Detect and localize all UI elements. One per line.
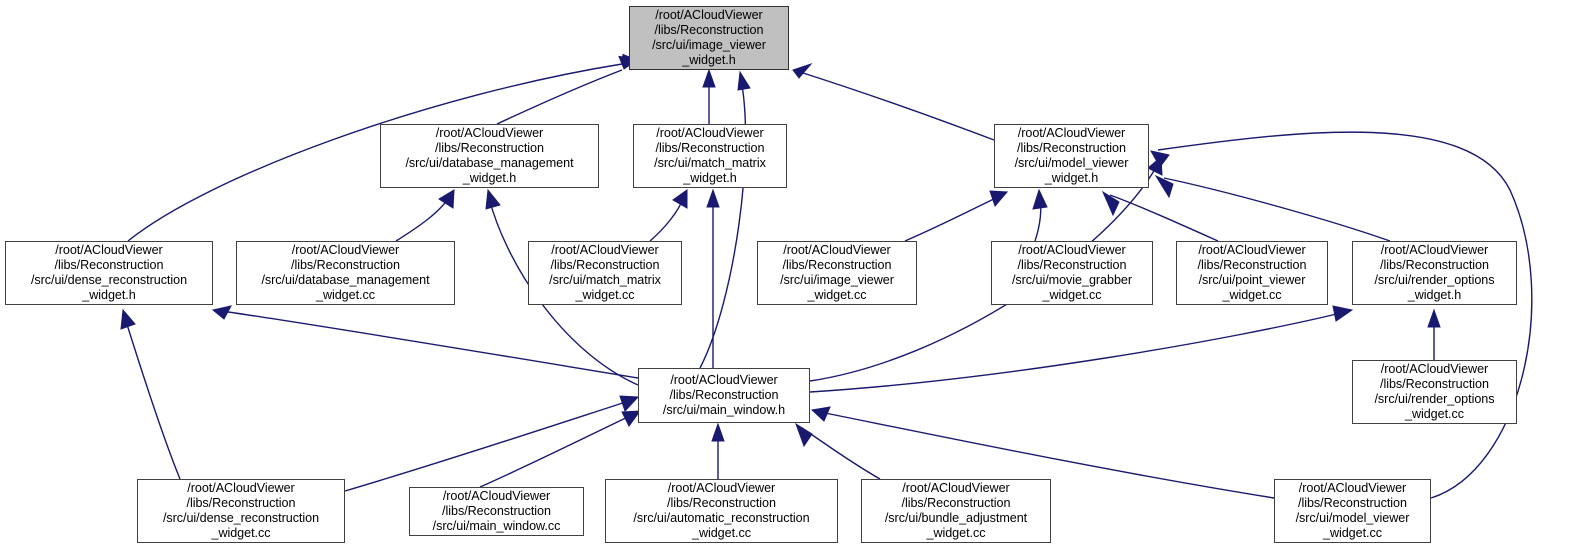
graph-node-label: /root/ACloudViewer /libs/Reconstruction … — [1374, 242, 1495, 303]
graph-node-database_management_widget_cc[interactable]: /root/ACloudViewer /libs/Reconstruction … — [236, 241, 455, 305]
edge-model_viewer_widget_cc-to-main_window_h — [819, 411, 1275, 499]
edge-dense_reconstruction_widget_h-to-image_viewer_widget_h — [127, 63, 623, 242]
graph-node-main_window_cc[interactable]: /root/ACloudViewer /libs/Reconstruction … — [409, 487, 584, 536]
arrowhead-image_viewer_widget_h — [702, 68, 716, 88]
arrowhead-database_management_widget_h — [438, 189, 455, 209]
edge-model_viewer_widget_h-to-image_viewer_widget_h — [799, 71, 995, 141]
edge-database_management_widget_h-to-image_viewer_widget_h — [496, 69, 623, 125]
graph-node-main_window_h[interactable]: /root/ACloudViewer /libs/Reconstruction … — [638, 368, 810, 423]
arrowhead-match_matrix_widget_h — [672, 189, 688, 209]
edge-main_window_h-to-render_options_widget_h — [809, 311, 1346, 393]
arrowhead-image_viewer_widget_h — [737, 70, 751, 91]
edge-image_viewer_widget_cc-to-model_viewer_widget_h — [904, 195, 1001, 242]
arrowhead-main_window_h — [621, 410, 642, 427]
arrowhead-main_window_h — [711, 422, 725, 442]
edge-main_window_h-to-dense_reconstruction_widget_h — [220, 310, 639, 379]
edge-point_viewer_widget_cc-to-model_viewer_widget_h — [1109, 194, 1219, 242]
arrowhead-model_viewer_widget_h — [1032, 188, 1048, 210]
graph-node-label: /root/ACloudViewer /libs/Reconstruction … — [884, 480, 1028, 541]
graph-node-dense_reconstruction_widget_cc[interactable]: /root/ACloudViewer /libs/Reconstruction … — [137, 479, 345, 543]
graph-node-label: /root/ACloudViewer /libs/Reconstruction … — [162, 480, 320, 541]
graph-node-label: /root/ACloudViewer /libs/Reconstruction … — [549, 242, 661, 303]
arrowhead-render_options_widget_h — [1427, 308, 1441, 328]
graph-node-point_viewer_widget_cc[interactable]: /root/ACloudViewer /libs/Reconstruction … — [1176, 241, 1328, 305]
arrowhead-database_management_widget_h — [485, 188, 501, 210]
graph-node-label: /root/ACloudViewer /libs/Reconstruction … — [432, 488, 561, 534]
arrowhead-model_viewer_widget_h — [989, 190, 1009, 207]
arrowhead-main_window_h — [795, 422, 813, 448]
graph-node-match_matrix_widget_h[interactable]: /root/ACloudViewer /libs/Reconstruction … — [633, 124, 787, 188]
graph-node-image_viewer_widget_cc[interactable]: /root/ACloudViewer /libs/Reconstruction … — [757, 241, 917, 305]
graph-node-label: /root/ACloudViewer /libs/Reconstruction … — [1374, 361, 1495, 422]
graph-node-automatic_reconstruction_widget_cc[interactable]: /root/ACloudViewer /libs/Reconstruction … — [605, 479, 838, 543]
edge-bundle_adjustment_widget_cc-to-main_window_h — [801, 427, 881, 480]
graph-node-render_options_widget_cc[interactable]: /root/ACloudViewer /libs/Reconstruction … — [1352, 360, 1517, 424]
graph-node-bundle_adjustment_widget_cc[interactable]: /root/ACloudViewer /libs/Reconstruction … — [861, 479, 1051, 543]
edge-dense_reconstruction_widget_cc-to-main_window_h — [344, 399, 633, 492]
graph-node-image_viewer_widget_h[interactable]: /root/ACloudViewer /libs/Reconstruction … — [629, 6, 789, 70]
graph-node-label: /root/ACloudViewer /libs/Reconstruction … — [261, 242, 430, 303]
arrowhead-main_window_h — [619, 395, 640, 412]
arrowhead-render_options_widget_h — [1332, 305, 1354, 322]
graph-node-label: /root/ACloudViewer /libs/Reconstruction … — [1295, 480, 1410, 541]
arrowhead-model_viewer_widget_h — [1154, 174, 1174, 199]
edge-main_window_cc-to-main_window_h — [479, 413, 635, 488]
graph-node-match_matrix_widget_cc[interactable]: /root/ACloudViewer /libs/Reconstruction … — [528, 241, 682, 305]
graph-node-label: /root/ACloudViewer /libs/Reconstruction … — [652, 7, 766, 68]
graph-node-label: /root/ACloudViewer /libs/Reconstruction … — [405, 125, 574, 186]
graph-node-label: /root/ACloudViewer /libs/Reconstruction … — [1197, 242, 1307, 303]
graph-node-label: /root/ACloudViewer /libs/Reconstruction … — [654, 125, 766, 186]
graph-node-dense_reconstruction_widget_h[interactable]: /root/ACloudViewer /libs/Reconstruction … — [5, 241, 213, 305]
graph-node-model_viewer_widget_h[interactable]: /root/ACloudViewer /libs/Reconstruction … — [994, 124, 1149, 188]
graph-node-label: /root/ACloudViewer /libs/Reconstruction … — [30, 242, 188, 303]
graph-node-model_viewer_widget_cc[interactable]: /root/ACloudViewer /libs/Reconstruction … — [1274, 479, 1431, 543]
graph-node-database_management_widget_h[interactable]: /root/ACloudViewer /libs/Reconstruction … — [380, 124, 599, 188]
edge-database_management_widget_cc-to-database_management_widget_h — [395, 195, 451, 242]
arrowhead-dense_reconstruction_widget_h — [120, 308, 136, 330]
edge-dense_reconstruction_widget_cc-to-dense_reconstruction_widget_h — [124, 317, 181, 480]
arrowhead-main_window_h — [810, 406, 831, 422]
graph-node-label: /root/ACloudViewer /libs/Reconstruction … — [780, 242, 894, 303]
arrowhead-model_viewer_widget_h — [1150, 150, 1170, 168]
edge-render_options_widget_h-to-model_viewer_widget_h — [1163, 177, 1391, 242]
arrowhead-image_viewer_widget_h — [792, 62, 813, 79]
graph-node-label: /root/ACloudViewer /libs/Reconstruction … — [1014, 125, 1129, 186]
edge-model_viewer_widget_cc-to-model_viewer_widget_h — [1157, 131, 1533, 499]
graph-node-label: /root/ACloudViewer /libs/Reconstruction … — [662, 372, 786, 418]
graph-node-label: /root/ACloudViewer /libs/Reconstruction … — [1011, 242, 1133, 303]
arrowhead-match_matrix_widget_h — [706, 188, 720, 208]
arrowhead-dense_reconstruction_widget_h — [211, 305, 232, 320]
graph-node-render_options_widget_h[interactable]: /root/ACloudViewer /libs/Reconstruction … — [1352, 241, 1517, 305]
graph-node-movie_grabber_widget_cc[interactable]: /root/ACloudViewer /libs/Reconstruction … — [991, 241, 1153, 305]
graph-node-label: /root/ACloudViewer /libs/Reconstruction … — [633, 480, 810, 541]
arrowhead-model_viewer_widget_h — [1101, 190, 1120, 217]
